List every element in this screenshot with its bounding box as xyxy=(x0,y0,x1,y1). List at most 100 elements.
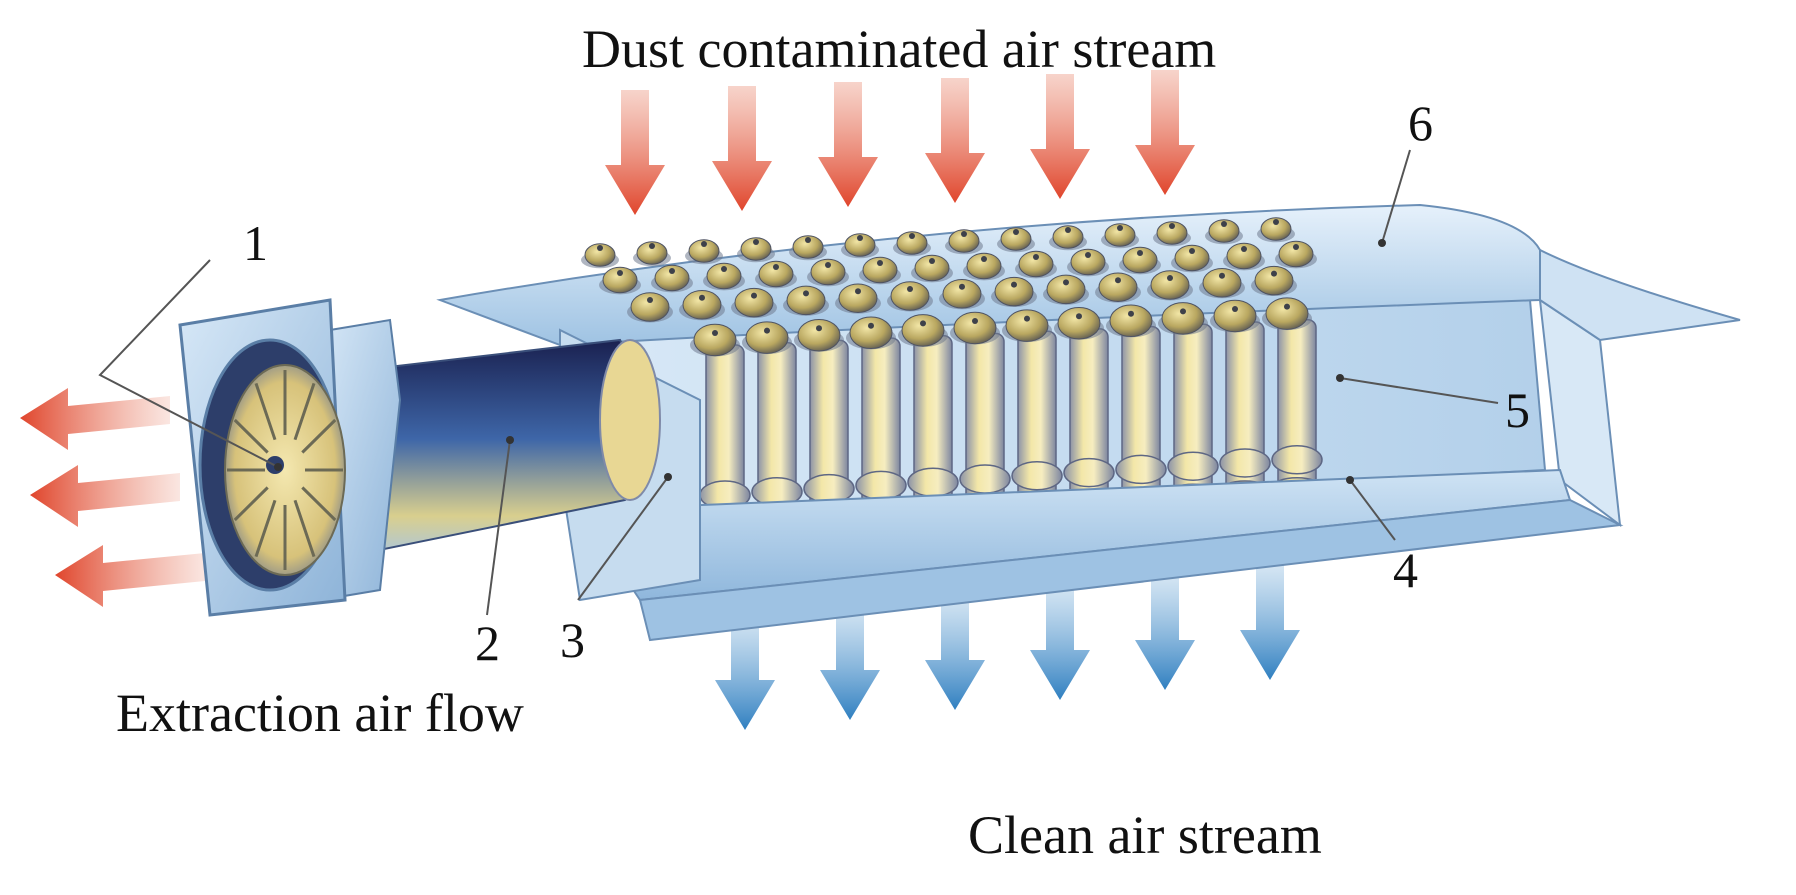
filter-cap xyxy=(602,266,638,294)
tube-skirt xyxy=(1167,451,1219,481)
dust-arrow xyxy=(605,90,665,215)
tube-skirt xyxy=(907,467,959,497)
filter-cap xyxy=(786,285,826,316)
fan-rotor xyxy=(224,364,346,576)
cap-knob xyxy=(721,266,727,272)
filter-cap xyxy=(740,237,772,261)
filter-cap xyxy=(1254,265,1294,296)
callout-4: 4 xyxy=(1393,542,1418,598)
tube-skirt xyxy=(1219,448,1271,478)
cap-knob xyxy=(981,256,987,262)
filter-cap xyxy=(1226,242,1262,270)
filter-cap xyxy=(758,260,794,288)
filter-cap xyxy=(810,258,846,286)
fan-blade xyxy=(301,486,337,522)
filter-cap xyxy=(1202,268,1242,298)
clean-arrow xyxy=(1240,555,1300,680)
filter-cap xyxy=(942,279,982,309)
cap-knob xyxy=(1033,254,1039,260)
filter-cap xyxy=(1278,240,1314,268)
filter-cap xyxy=(654,264,690,292)
cap-knob xyxy=(1271,270,1277,277)
fan-blade xyxy=(233,418,269,454)
filter-cap xyxy=(1161,302,1205,335)
dust-air-arrows xyxy=(605,70,1195,215)
cap-knob xyxy=(803,290,809,297)
filter-cap xyxy=(896,231,928,255)
cap-knob xyxy=(1024,315,1030,322)
filter-cap xyxy=(1122,246,1158,274)
filter-cap xyxy=(1104,223,1136,247)
cap-knob xyxy=(712,330,718,336)
filter-cap xyxy=(1000,227,1032,251)
filter-cap xyxy=(1150,270,1190,300)
leader-5 xyxy=(1339,377,1499,404)
filter-cap xyxy=(838,283,878,313)
filter-cap xyxy=(901,314,945,347)
cap-knob xyxy=(1137,250,1143,256)
cap-knob xyxy=(773,264,779,270)
fan-blades xyxy=(227,370,343,570)
filter-cap xyxy=(682,290,722,320)
filter-cap xyxy=(1260,217,1292,241)
filter-cap xyxy=(1070,248,1106,276)
leader-2 xyxy=(486,439,511,616)
top-plate-wing xyxy=(1539,248,1741,342)
cap-knob xyxy=(1115,277,1121,284)
filter-cap xyxy=(1057,306,1101,340)
clean-arrow xyxy=(1135,565,1195,690)
callout-leaders xyxy=(98,149,1499,616)
cap-knob xyxy=(825,262,831,268)
cap-knob xyxy=(805,237,811,243)
dust-arrow xyxy=(1030,74,1090,199)
cap-knob xyxy=(1180,308,1186,315)
cap-knob xyxy=(751,292,757,299)
filter-cap xyxy=(1109,304,1153,338)
exhaust-arrow xyxy=(55,545,205,607)
filter-cap xyxy=(890,281,930,311)
filter-cap xyxy=(706,262,742,290)
dust-arrow xyxy=(712,86,772,211)
cap-knob xyxy=(907,286,913,292)
cap-knob xyxy=(1117,225,1123,231)
fan-blade xyxy=(293,499,316,558)
clean-arrow xyxy=(1030,575,1090,700)
filter-cap xyxy=(1265,297,1309,330)
callout-6: 6 xyxy=(1408,95,1433,151)
filter-cap xyxy=(1208,219,1240,243)
filter-cap xyxy=(953,311,997,345)
cap-knob xyxy=(959,283,965,290)
tube-skirt xyxy=(1271,445,1323,475)
leader-4 xyxy=(1349,479,1396,541)
filter-cap xyxy=(849,316,893,350)
tube-skirt xyxy=(1115,454,1167,485)
cap-knob xyxy=(1293,244,1299,250)
filter-cap xyxy=(948,229,980,253)
cap-knob xyxy=(1241,246,1247,252)
cap-knob xyxy=(1011,281,1017,288)
filter-cap xyxy=(1005,309,1049,342)
clean-air-arrows xyxy=(715,555,1300,730)
cap-knob xyxy=(1189,248,1195,254)
leader-dots xyxy=(274,239,1386,484)
tube-skirt xyxy=(1011,461,1063,491)
fan-blade xyxy=(293,382,316,441)
dust-arrow xyxy=(818,82,878,207)
dust-arrow xyxy=(1135,70,1195,195)
cap-knob xyxy=(1284,303,1290,310)
cap-knob xyxy=(669,268,675,274)
cap-knob xyxy=(857,235,863,241)
cap-knob xyxy=(1076,313,1082,320)
cap-knob xyxy=(877,260,883,266)
cap-knob xyxy=(1085,252,1091,258)
cap-knob xyxy=(701,241,707,247)
cap-knob xyxy=(597,245,603,251)
filter-cap xyxy=(1046,274,1086,305)
cap-knob xyxy=(868,322,874,329)
clean-air-caption: Clean air stream xyxy=(968,805,1322,865)
cap-knob xyxy=(929,258,935,264)
clean-arrow xyxy=(820,595,880,720)
cap-knob xyxy=(1167,275,1173,281)
cap-knob xyxy=(649,243,655,249)
